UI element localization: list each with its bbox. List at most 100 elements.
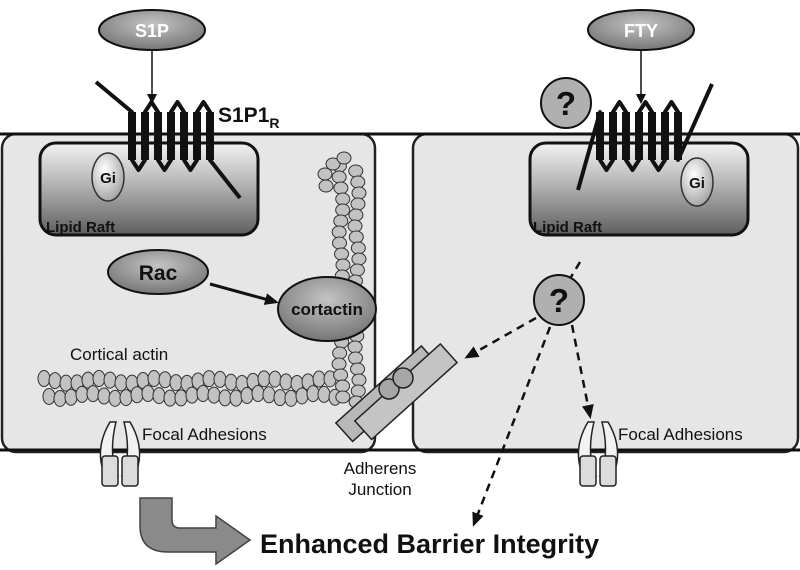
actin-bead [336, 204, 350, 216]
lipid-raft-right-label: Lipid Raft [533, 219, 602, 236]
actin-bead [352, 374, 366, 386]
actin-bead [241, 388, 253, 404]
actin-bead [203, 371, 215, 387]
cortical-actin-label: Cortical actin [70, 345, 168, 364]
actin-bead [153, 388, 165, 404]
actin-bead [318, 168, 332, 180]
actin-bead [351, 176, 365, 188]
actin-bead [348, 220, 362, 232]
outcome-text: Enhanced Barrier Integrity [260, 529, 599, 559]
transmembrane-helix [622, 112, 630, 160]
cortactin-label: cortactin [291, 300, 363, 319]
lipid-raft-left-label: Lipid Raft [46, 219, 115, 236]
transmembrane-helix [635, 112, 643, 160]
actin-bead [336, 193, 350, 205]
adherens-label-line1: Adherens [344, 459, 417, 478]
actin-bead [93, 371, 105, 387]
transmembrane-helix [648, 112, 656, 160]
actin-bead [159, 372, 171, 388]
actin-bead [274, 390, 286, 406]
fty-ligand-label: FTY [624, 21, 658, 41]
actin-bead [214, 371, 226, 387]
actin-bead [348, 341, 362, 353]
actin-bead [76, 386, 88, 402]
actin-bead [332, 171, 346, 183]
actin-bead [349, 231, 363, 243]
actin-bead [109, 390, 121, 406]
transmembrane-helix [609, 112, 617, 160]
actin-bead [336, 259, 350, 271]
actin-bead [164, 390, 176, 406]
actin-bead [319, 180, 333, 192]
actin-bead [351, 242, 365, 254]
actin-bead [263, 387, 275, 403]
adherens-label-line2: Junction [348, 480, 411, 499]
gi-right-label: Gi [689, 175, 705, 192]
actin-bead [208, 387, 220, 403]
actin-bead [186, 387, 198, 403]
transmembrane-helix [180, 112, 188, 160]
actin-bead [352, 253, 366, 265]
actin-bead [335, 248, 349, 260]
actin-bead [349, 209, 363, 221]
gi-left-label: Gi [100, 170, 116, 187]
rac-label: Rac [139, 262, 178, 285]
transmembrane-helix [193, 112, 201, 160]
actin-bead [334, 369, 348, 381]
transmembrane-helix [661, 112, 669, 160]
question-mark-middle: ? [549, 282, 569, 319]
actin-bead [332, 358, 346, 370]
actin-bead [334, 215, 348, 227]
actin-bead [336, 391, 350, 403]
transmembrane-helix [674, 112, 682, 160]
actin-bead [148, 371, 160, 387]
receptor-label: S1P1R [218, 104, 280, 131]
actin-bead [313, 371, 325, 387]
actin-bead [307, 386, 319, 402]
actin-bead [332, 226, 346, 238]
actin-bead [337, 152, 351, 164]
transmembrane-helix [154, 112, 162, 160]
actin-bead [351, 363, 365, 375]
actin-bead [104, 372, 116, 388]
actin-bead [349, 352, 363, 364]
actin-bead [334, 182, 348, 194]
actin-bead [49, 373, 61, 389]
actin-bead [131, 387, 143, 403]
actin-bead [336, 380, 350, 392]
question-mark-top: ? [556, 85, 576, 122]
actin-bead [197, 386, 209, 402]
actin-bead [60, 375, 72, 391]
transmembrane-helix [167, 112, 175, 160]
actin-bead [285, 390, 297, 406]
actin-bead [351, 385, 365, 397]
actin-bead [296, 388, 308, 404]
s1p-ligand-label: S1P [135, 21, 169, 41]
actin-bead [258, 371, 270, 387]
actin-bead [280, 374, 292, 390]
transmembrane-helix [128, 112, 136, 160]
actin-bead [318, 386, 330, 402]
transmembrane-helix [596, 112, 604, 160]
actin-bead [43, 388, 55, 404]
actin-bead [350, 264, 364, 276]
actin-bead [352, 187, 366, 199]
actin-bead [219, 390, 231, 406]
actin-bead [142, 386, 154, 402]
actin-bead [269, 371, 281, 387]
transmembrane-helix [206, 112, 214, 160]
actin-bead [230, 390, 242, 406]
actin-bead [54, 390, 66, 406]
actin-bead [38, 371, 50, 387]
outcome-bent-arrow-icon [140, 498, 250, 564]
actin-bead [225, 374, 237, 390]
transmembrane-helix [141, 112, 149, 160]
focal-adhesions-left-label: Focal Adhesions [142, 425, 267, 444]
actin-bead [252, 386, 264, 402]
actin-bead [115, 375, 127, 391]
actin-bead [349, 165, 363, 177]
actin-bead [175, 390, 187, 406]
actin-bead [65, 389, 77, 405]
